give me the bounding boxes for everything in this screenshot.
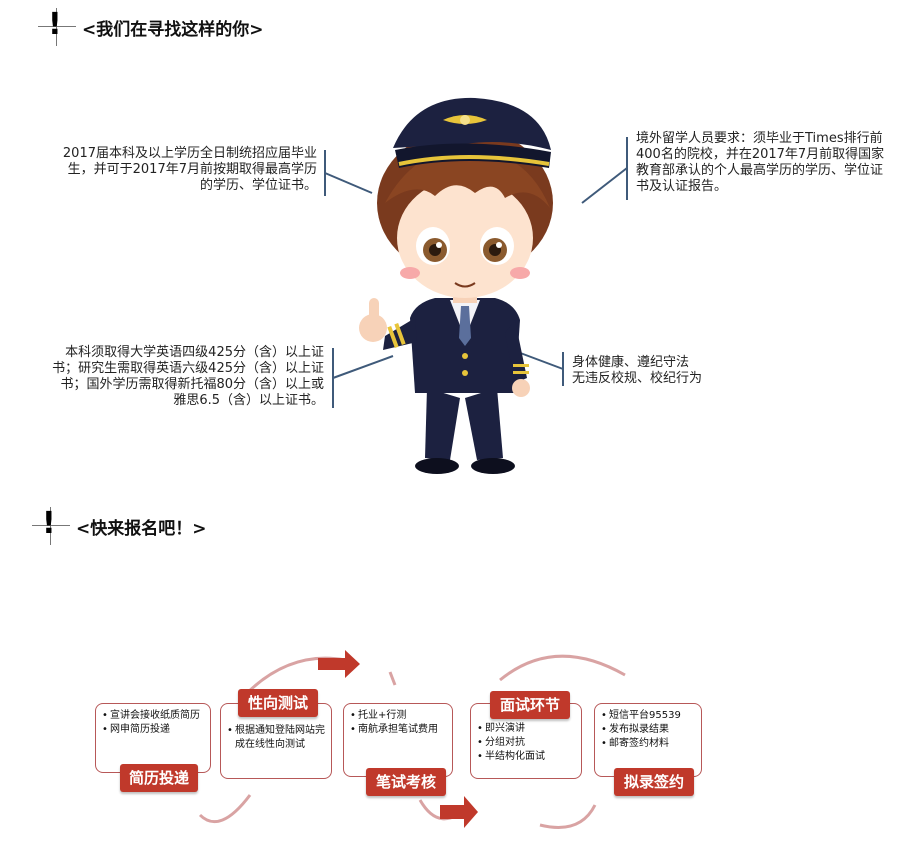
step-resume-submission: 简历投递 (120, 764, 198, 792)
connector-lines (324, 137, 628, 408)
exclamation-icon: ! (32, 507, 70, 545)
arc-5 (539, 804, 597, 829)
process-card-written: 托业+行测 南航承担笔试费用 (343, 703, 453, 777)
connector-bl (332, 355, 394, 379)
requirement-health: 身体健康、遵纪守法 无违反校规、校纪行为 (572, 355, 772, 387)
requirement-overseas: 境外留学人员要求：须毕业于Times排行前400名的院校，并在2017年7月前取… (636, 131, 885, 194)
pilot-illustration (359, 97, 553, 474)
list-item: 网申简历投递 (102, 723, 204, 737)
requirement-english: 本科须取得大学英语四级425分（含）以上证书；研究生需取得英语六级425分（含）… (52, 345, 324, 408)
list-item: 邮寄签约材料 (601, 737, 695, 751)
step-aptitude-test: 性向测试 (238, 689, 318, 717)
step-offer-signing: 拟录签约 (614, 768, 694, 796)
section-title: <我们在寻找这样的你> (82, 19, 264, 40)
arc-4 (499, 654, 626, 682)
process-card-signing: 短信平台95539 发布拟录结果 邮寄签约材料 (594, 703, 702, 777)
process-card-resume: 宣讲会接收纸质简历 网申简历投递 (95, 703, 211, 773)
connector-br (514, 350, 564, 370)
connector-tl (324, 172, 373, 194)
arrow-icon (440, 796, 478, 828)
arc-2 (198, 794, 252, 824)
list-item: 半结构化面试 (477, 750, 575, 764)
section-heading-requirements: ! <我们在寻找这样的你> (38, 8, 264, 46)
list-item: 分组对抗 (477, 736, 575, 750)
section-title: <快来报名吧！> (76, 518, 207, 539)
list-item: 托业+行测 (350, 709, 446, 723)
list-item: 发布拟录结果 (601, 723, 695, 737)
list-item: 南航承担笔试费用 (350, 723, 446, 737)
exclamation-icon: ! (38, 8, 76, 46)
list-item: 即兴演讲 (477, 722, 575, 736)
process-arcs (198, 650, 626, 829)
requirement-health-line2: 无违反校规、校纪行为 (572, 371, 703, 386)
section-heading-apply: ! <快来报名吧！> (32, 507, 207, 545)
step-interview: 面试环节 (490, 691, 570, 719)
step-written-exam: 笔试考核 (366, 768, 446, 796)
connector-tr (581, 167, 628, 204)
list-item: 根据通知登陆网站完成在线性向测试 (227, 724, 325, 752)
list-item: 宣讲会接收纸质简历 (102, 709, 204, 723)
requirement-education: 2017届本科及以上学历全日制统招应届毕业生，并可于2017年7月前按期取得最高… (62, 146, 317, 193)
list-item: 短信平台95539 (601, 709, 695, 723)
arrow-icon (318, 650, 360, 678)
requirement-health-line1: 身体健康、遵纪守法 (572, 355, 690, 370)
arc-1-tail (388, 671, 397, 686)
